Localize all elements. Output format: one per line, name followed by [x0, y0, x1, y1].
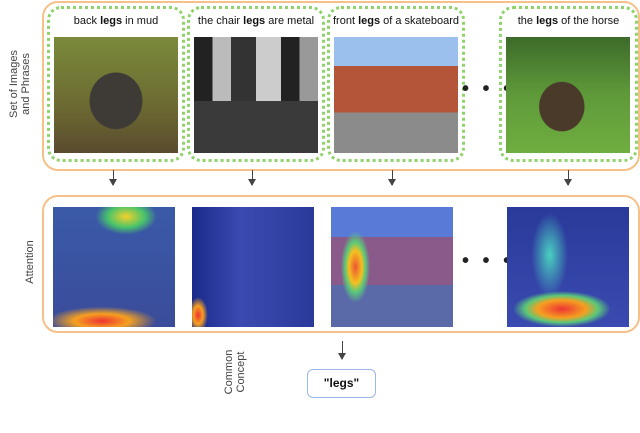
- row-label-images-phrases: Set of Images and Phrases: [8, 34, 32, 134]
- attention-map-4: [507, 207, 629, 327]
- arrow-down-4: [564, 170, 572, 186]
- attention-map-1: [53, 207, 175, 327]
- images-phrases-box: [42, 1, 640, 171]
- image-card-4: the legs of the horse: [499, 6, 638, 162]
- chairs-photo: [194, 37, 318, 153]
- common-concept-box: "legs": [307, 369, 376, 398]
- elephant-photo: [54, 37, 178, 153]
- ellipsis-bottom: • • •: [462, 250, 515, 272]
- horse-photo: [506, 37, 630, 153]
- ellipsis-top: • • •: [462, 78, 515, 100]
- phrase-2: the chair legs are metal: [197, 15, 315, 27]
- label-line: and Phrases: [20, 53, 32, 115]
- image-card-1: back legs in mud: [47, 6, 185, 162]
- arrow-down-3: [388, 170, 396, 186]
- image-card-3: front legs of a skateboard: [327, 6, 465, 162]
- attention-map-2: [192, 207, 314, 327]
- arrow-down-2: [248, 170, 256, 186]
- label-line: Set of Images: [8, 50, 20, 118]
- image-card-2: the chair legs are metal: [187, 6, 325, 162]
- phrase-3: front legs of a skateboard: [333, 15, 459, 27]
- attention-box: [42, 195, 640, 333]
- phrase-4: the legs of the horse: [517, 15, 620, 27]
- common-concept-label: Common Concept: [223, 342, 247, 402]
- label-line: Concept: [235, 351, 247, 393]
- arrow-down-1: [109, 170, 117, 186]
- row-label-attention: Attention: [24, 240, 36, 284]
- skateboard-photo: [334, 37, 458, 153]
- arrow-down-concept: [338, 341, 346, 360]
- label-line: Common: [223, 349, 235, 395]
- phrase-1: back legs in mud: [73, 15, 159, 27]
- attention-map-3: [331, 207, 453, 327]
